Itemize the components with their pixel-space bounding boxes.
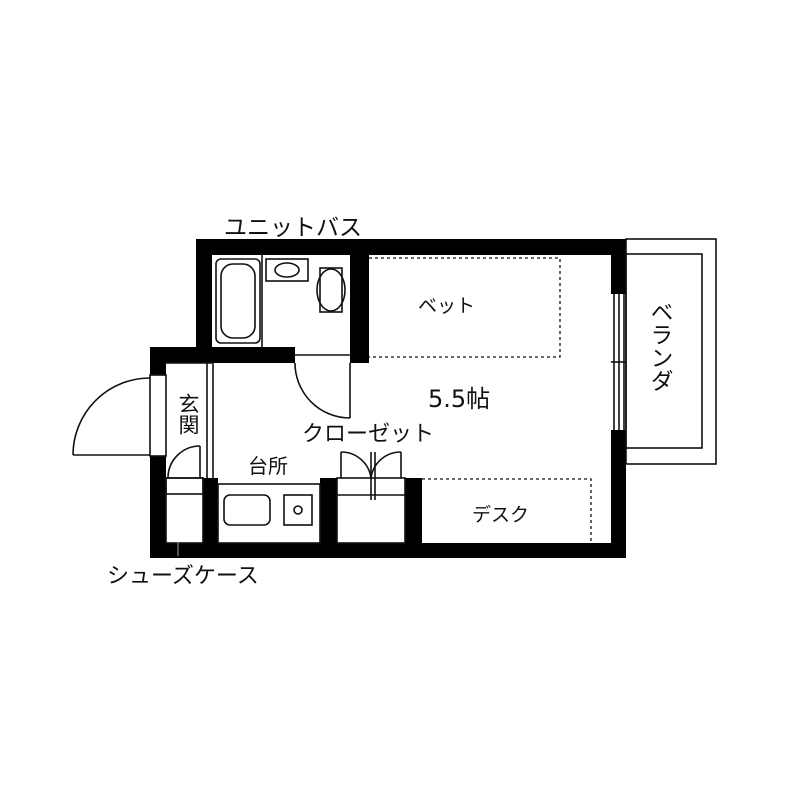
wall-bath-left [196,239,212,363]
entrance [149,362,214,478]
kitchen-counter [217,483,321,544]
room-size-label: 5.5帖 [428,385,490,413]
wash-basin [274,262,300,278]
toilet-tank [319,267,343,313]
veranda-label: ベランダ [646,300,673,392]
bathtub-inner [220,263,256,339]
bed-label: ベット [418,295,475,317]
entrance-label: 玄関 [176,393,200,435]
closet-label: クローゼット [302,422,434,447]
shoe-case-label: シューズケース [107,564,259,589]
closet[interactable] [336,451,406,544]
stove-burner [293,505,303,515]
desk-label: デスク [472,504,529,526]
wall-closet-right [405,478,422,558]
unit-bath-label: ユニットバス [224,215,362,241]
sink-counter [265,258,309,282]
wall-right-upper [611,239,626,294]
shoe-case[interactable] [165,445,204,556]
kitchen-sink [223,494,271,526]
wall-bottom [150,543,626,558]
wall-bath-right [350,255,369,363]
entrance-door[interactable] [72,377,151,456]
bathtub [215,258,261,344]
room-door[interactable] [294,362,351,419]
wall-left-lower [150,456,166,558]
wall-top [196,239,626,255]
veranda-inner [625,253,703,449]
bed-outline [369,257,561,358]
wall-left-upper [150,347,166,375]
desk-outline [422,478,592,543]
wall-bath-bottom-left [150,347,295,363]
wall-closet-left [320,478,337,558]
veranda [611,238,717,465]
wall-kitchen-left [203,478,218,558]
walls [150,239,626,558]
toilet-bowl [316,268,346,312]
unit-bath [215,255,350,356]
entrance-threshold [149,374,167,457]
stove [283,494,313,526]
kitchen-label: 台所 [248,454,288,478]
wall-right-lower [611,430,626,558]
